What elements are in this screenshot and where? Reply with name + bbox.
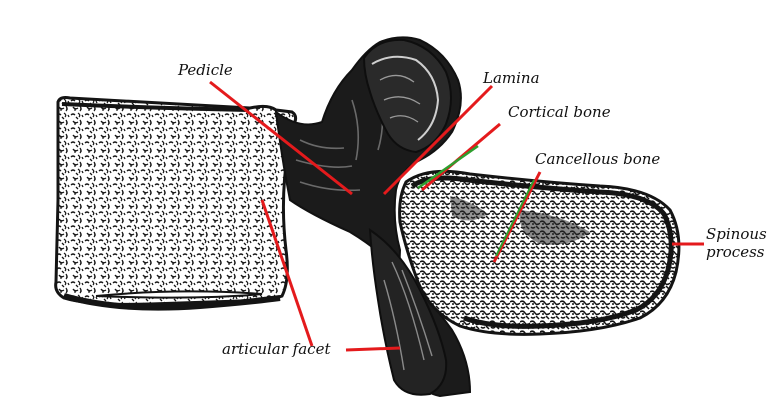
cancellous-bone-label: Cancellous bone: [535, 151, 660, 168]
spinous-process: [400, 171, 679, 334]
spinous-process-label-line1: Spinous: [706, 225, 767, 243]
articular-facet-label: articular facet: [222, 341, 330, 358]
articular-facet-leader-2: [346, 348, 400, 350]
pedicle-label: Pedicle: [178, 62, 233, 79]
cortical-bone-label: Cortical bone: [508, 104, 611, 121]
lamina-label: Lamina: [483, 70, 540, 87]
spinous-process-label-line2: process: [706, 243, 767, 261]
vertebral-body: [56, 98, 296, 308]
spinous-process-label: Spinous process: [706, 225, 767, 261]
